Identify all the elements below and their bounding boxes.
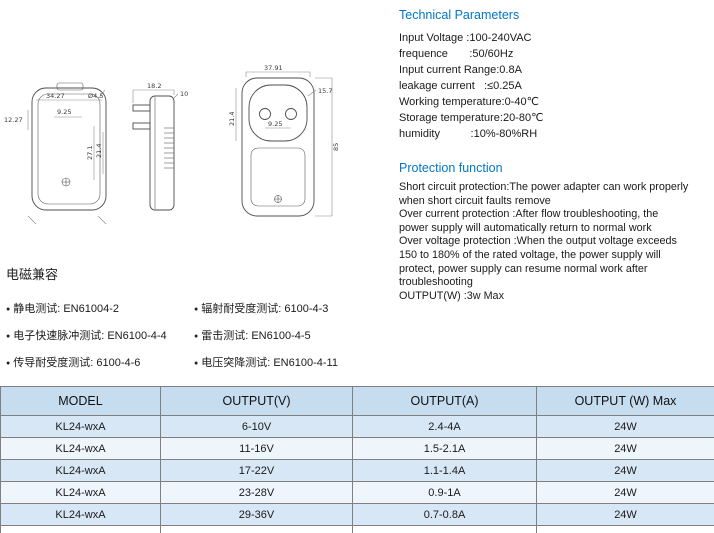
protection-line: power supply will automatically return t… xyxy=(399,221,652,234)
emc-item-eft: 电子快速脉冲测试: EN6100-4-4 xyxy=(6,327,194,343)
header-output-w: OUTPUT (W) Max xyxy=(536,386,714,416)
cell-output-v: 17-22V xyxy=(160,459,353,482)
dim-back-pin-label: 15.7 xyxy=(318,87,332,95)
cell-output-v: 6-10V xyxy=(160,415,353,438)
dim-side-depth-label: 18.2 xyxy=(147,82,161,90)
cell-output-a: 0.7-0.8A xyxy=(352,503,537,526)
cell-output-a: 2.4-4A xyxy=(352,415,537,438)
emc-item-conducted: 传导耐受度测试: 6100-4-6 xyxy=(6,354,194,370)
dim-side-pin-label: 10 xyxy=(180,90,188,98)
table-row: KL24-wxA 6-10V 2.4-4A 24W xyxy=(0,415,714,438)
param-input-current: Input current Range:0.8A xyxy=(399,64,522,76)
cell-output-a: 1.1-1.4A xyxy=(352,459,537,482)
cell-output-w: 24W xyxy=(536,481,714,504)
protection-line: troubleshooting xyxy=(399,276,473,289)
technical-drawings: 34.27 Ø4.5 9.25 12.27 27.1 21.4 xyxy=(4,64,340,225)
protection-line: Over current protection :After flow trou… xyxy=(399,208,659,221)
technical-parameters-section: Technical Parameters Input Voltage :100-… xyxy=(399,8,713,142)
cell-output-v: 29-36V xyxy=(160,503,353,526)
cell-output-w: 24W xyxy=(536,415,714,438)
param-frequency: frequence :50/60Hz xyxy=(399,48,514,60)
param-humidity: humidity :10%-80%RH xyxy=(399,128,538,140)
param-input-voltage: Input Voltage :100-240VAC xyxy=(399,32,532,44)
cell-model: KL24-wxA xyxy=(0,437,161,460)
protection-function-section: Protection function Short circuit protec… xyxy=(399,161,714,303)
table-row: KL24-wxA 23-28V 0.9-1A 24W xyxy=(0,481,714,504)
emc-section: 电磁兼容 静电测试: EN61004-2 辐射耐受度测试: 6100-4-3 电… xyxy=(6,264,398,370)
cell-output-v: 23-28V xyxy=(160,481,353,504)
table-row: KL24-wxA 17-22V 1.1-1.4A 24W xyxy=(0,459,714,482)
emc-item-voltage-dip: 电压突降测试: EN6100-4-11 xyxy=(194,354,394,370)
back-view-drawing: 37.91 15.7 21.4 9.25 85 xyxy=(228,64,340,217)
dim-back-left-label: 21.4 xyxy=(228,112,236,126)
param-leakage-current: leakage current :≤0.25A xyxy=(399,80,522,92)
cell-output-w: 24W xyxy=(536,437,714,460)
emc-item-esd: 静电测试: EN61004-2 xyxy=(6,300,194,316)
protection-line: protect, power supply can resume normal … xyxy=(399,262,648,275)
protection-line: Short circuit protection:The power adapt… xyxy=(399,181,689,193)
emc-item-surge: 雷击测试: EN6100-4-5 xyxy=(194,327,394,343)
protection-line: Over voltage protection :When the output… xyxy=(399,235,677,248)
cell-output-a: 0.9-1A xyxy=(352,481,537,504)
cell-model: KL24-wxA xyxy=(0,481,161,504)
cell-output-w: 24W xyxy=(536,503,714,526)
side-view-drawing: 18.2 10 xyxy=(132,82,188,211)
protection-function-title: Protection function xyxy=(399,161,503,175)
dim-front-left-label: 12.27 xyxy=(4,116,23,124)
param-storage-temp: Storage temperature:20-80℃ xyxy=(399,112,544,124)
dim-back-pitch-label: 9.25 xyxy=(268,120,282,128)
dim-front-width-label: 34.27 xyxy=(46,92,65,100)
output-spec-table: MODEL OUTPUT(V) OUTPUT(A) OUTPUT (W) Max… xyxy=(0,386,714,533)
emc-title: 电磁兼容 xyxy=(6,267,59,282)
param-working-temp: Working temperature:0-40℃ xyxy=(399,96,539,108)
emc-item-radiated: 辐射耐受度测试: 6100-4-3 xyxy=(194,300,394,316)
header-model: MODEL xyxy=(0,386,161,416)
dim-front-hole-label: Ø4.5 xyxy=(88,92,103,100)
cell-model: KL24-wxA xyxy=(0,503,161,526)
protection-line: when short circuit faults remove xyxy=(399,194,551,207)
dim-front-pitch-label: 9.25 xyxy=(57,108,71,116)
cell-output-w: 24W xyxy=(536,459,714,482)
table-row: KL24-wxA 29-36V 0.7-0.8A 24W xyxy=(0,503,714,526)
protection-output-w: OUTPUT(W) :3w Max xyxy=(399,289,504,302)
cell-output-a: 1.5-2.1A xyxy=(352,437,537,460)
table-header-row: MODEL OUTPUT(V) OUTPUT(A) OUTPUT (W) Max xyxy=(0,386,714,416)
cell-output-v: 11-16V xyxy=(160,437,353,460)
emc-test-list: 静电测试: EN61004-2 辐射耐受度测试: 6100-4-3 电子快速脉冲… xyxy=(6,300,398,370)
dim-back-width-label: 37.91 xyxy=(264,64,283,72)
cell-model: KL24-wxA xyxy=(0,415,161,438)
protection-line: 150 to 180% of the rated voltage, the po… xyxy=(399,248,661,261)
dim-back-height-label: 85 xyxy=(332,143,340,151)
dim-front-v2-label: 21.4 xyxy=(95,144,103,158)
technical-parameters-title: Technical Parameters xyxy=(399,8,520,22)
header-output-v: OUTPUT(V) xyxy=(160,386,353,416)
table-row-partial xyxy=(0,525,714,533)
front-view-drawing: 34.27 Ø4.5 9.25 12.27 27.1 21.4 xyxy=(4,82,107,225)
table-row: KL24-wxA 11-16V 1.5-2.1A 24W xyxy=(0,437,714,460)
header-output-a: OUTPUT(A) xyxy=(352,386,537,416)
dim-front-v1-label: 27.1 xyxy=(86,146,94,160)
cell-model: KL24-wxA xyxy=(0,459,161,482)
